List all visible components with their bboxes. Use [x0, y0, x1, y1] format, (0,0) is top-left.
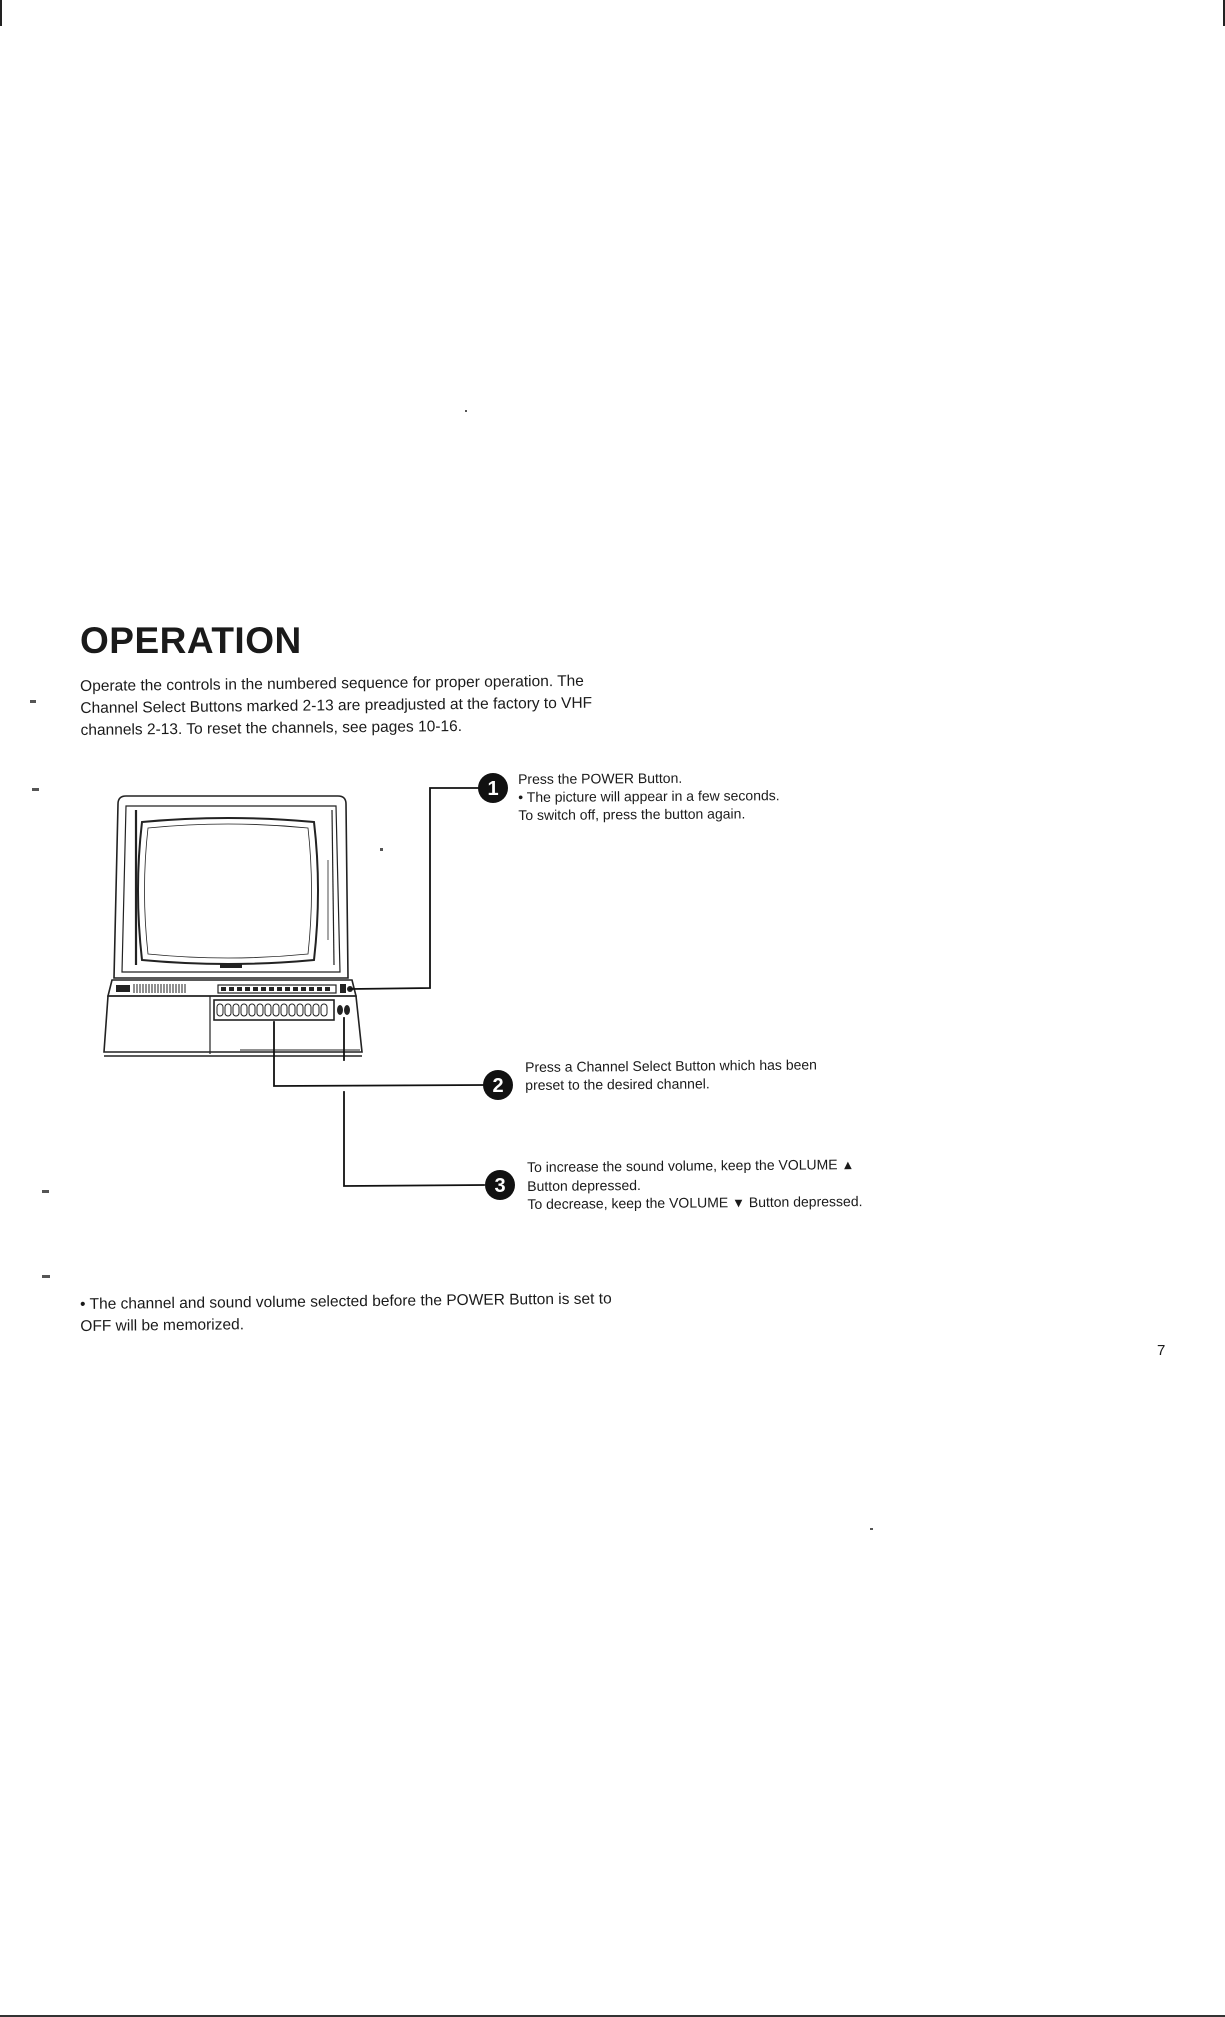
step-3-line-3: To decrease, keep the VOLUME ▼ Button de…: [527, 1192, 927, 1214]
step-3-number: 3: [494, 1175, 505, 1197]
tv-bezel: [121, 805, 341, 973]
brand-logo-icon: [116, 985, 130, 992]
channel-indicator-row: [217, 984, 337, 994]
channel-select-button-icons: [216, 1003, 328, 1017]
page-edge-bottom: [0, 2015, 1225, 2017]
callout-line-2: [273, 1021, 485, 1087]
tv-base: [103, 995, 363, 1053]
volume-down-triangle-icon: ▼: [732, 1195, 746, 1211]
tv-cabinet: [113, 795, 349, 979]
vent-grille-icon: [133, 984, 186, 993]
step-3-decrease-text: To decrease, keep the VOLUME: [527, 1194, 729, 1212]
step-3-increase-text: To increase the sound volume, keep the V…: [527, 1156, 838, 1175]
scan-speck: [870, 1528, 873, 1530]
step-1-line-3: To switch off, press the button again.: [518, 805, 746, 823]
volume-up-triangle-icon: ▲: [841, 1157, 855, 1173]
scan-speck: [42, 1190, 49, 1193]
callout-line-1: [349, 787, 481, 990]
step-1-marker: 1: [478, 773, 508, 803]
callout-line-3: [343, 1017, 485, 1187]
tv-screen: [137, 817, 319, 965]
step-1-number: 1: [487, 778, 498, 800]
step-2-line-2: preset to the desired channel.: [525, 1075, 710, 1093]
page-edge-left: [0, 0, 2, 26]
page-number: 7: [1157, 1342, 1166, 1359]
channel-indicator-lamps: [221, 987, 330, 991]
memory-note: • The channel and sound volume selected …: [80, 1290, 612, 1335]
page-edge-right: [1223, 0, 1225, 26]
step-2-text: Press a Channel Select Button which has …: [525, 1055, 925, 1094]
step-2-marker: 2: [483, 1070, 513, 1100]
scan-speck: [465, 410, 467, 412]
page-title: OPERATION: [80, 620, 302, 661]
scan-speck: [42, 1275, 50, 1278]
power-button-icon: [340, 984, 346, 993]
volume-buttons-icon: [337, 1005, 350, 1015]
scan-speck: [380, 848, 383, 851]
channel-select-buttons: [213, 999, 335, 1021]
step-1-text: Press the POWER Button. • The picture wi…: [518, 767, 918, 824]
callout-lines: [273, 787, 485, 1187]
step-3-decrease-text-end: Button depressed.: [748, 1193, 863, 1211]
scan-speck: [32, 788, 39, 791]
tv-illustration: [103, 795, 363, 1057]
step-3-text: To increase the sound volume, keep the V…: [527, 1155, 927, 1214]
intro-paragraph: Operate the controls in the numbered seq…: [80, 672, 593, 739]
scan-speck: [30, 700, 36, 703]
step-3-marker: 3: [485, 1170, 515, 1200]
step-2-number: 2: [492, 1075, 503, 1097]
tv-control-diagram: 1 2 3: [103, 773, 515, 1200]
